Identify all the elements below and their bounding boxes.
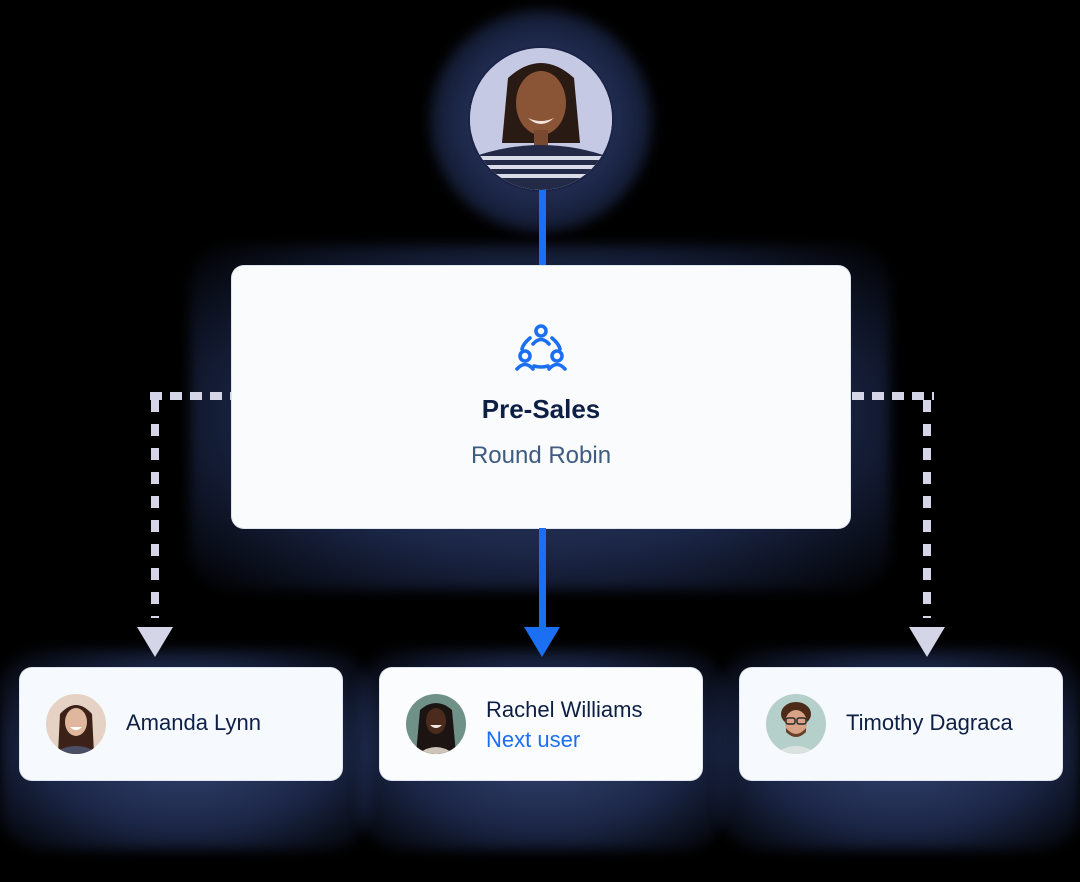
source-user-avatar xyxy=(470,48,612,190)
assignee-name: Rachel Williams xyxy=(486,697,643,722)
group-title: Pre-Sales xyxy=(481,394,601,424)
dashed-connector-right-vertical xyxy=(923,400,931,618)
connector-group-to-next-user xyxy=(539,528,546,628)
dashed-connector-left-vertical xyxy=(151,400,159,618)
dashed-connector-left-horizontal xyxy=(150,392,232,400)
arrowhead-next-user xyxy=(524,627,560,657)
assignee-name: Timothy Dagraca xyxy=(846,710,1013,735)
arrowhead-right xyxy=(909,627,945,657)
assignee-card-amanda-lynn[interactable]: Amanda Lynn xyxy=(20,668,342,780)
dashed-connector-right-horizontal xyxy=(852,392,934,400)
arrowhead-left xyxy=(137,627,173,657)
assignee-card-timothy-dagraca[interactable]: Timothy Dagraca xyxy=(740,668,1062,780)
next-user-label: Next user xyxy=(486,727,581,752)
avatar xyxy=(406,694,466,754)
group-card[interactable]: Pre-Sales Round Robin xyxy=(232,266,850,528)
avatar xyxy=(46,694,106,754)
avatar xyxy=(766,694,826,754)
assignee-name: Amanda Lynn xyxy=(126,710,261,735)
connector-source-to-group xyxy=(539,190,546,268)
group-routing-type: Round Robin xyxy=(470,442,612,469)
round-robin-people-icon xyxy=(514,322,568,376)
assignee-card-rachel-williams[interactable]: Rachel Williams Next user xyxy=(380,668,702,780)
